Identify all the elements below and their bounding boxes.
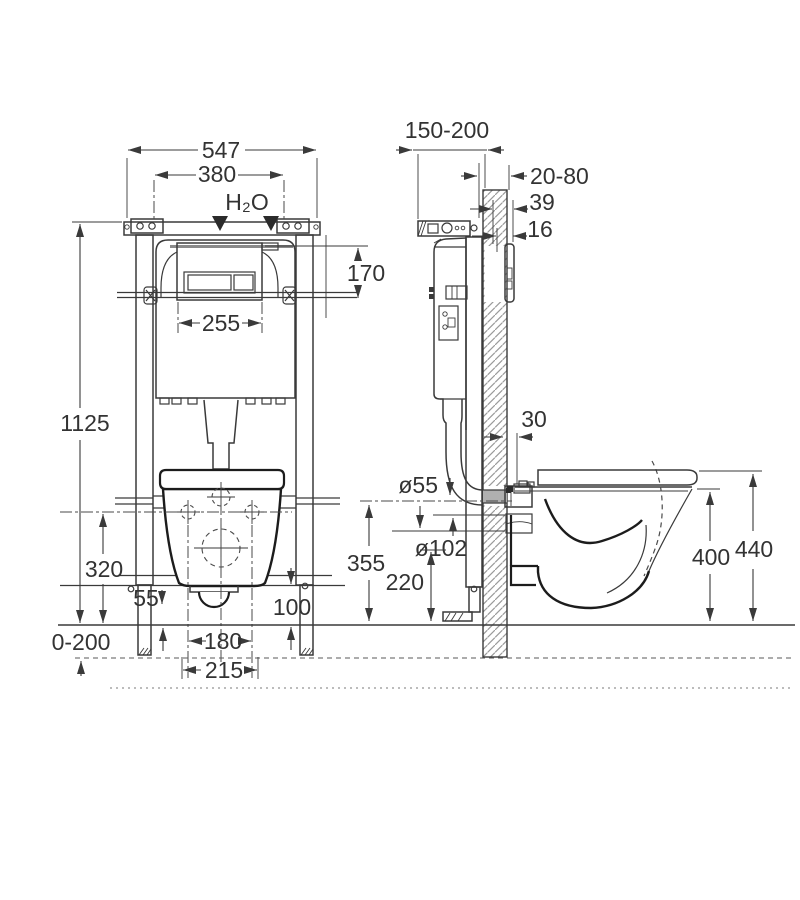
water-supply-markers: H₂O: [212, 189, 279, 231]
toilet-bowl-front: [158, 468, 286, 609]
frame-height-label: 1125: [60, 410, 109, 436]
fixing-height-label: 320: [85, 556, 123, 582]
plate-offset-label: 170: [347, 260, 385, 286]
dim-plate-offset: 170: [265, 245, 385, 298]
dim-wall-offset: 150-200: [396, 117, 504, 219]
inlet-height-label: 355: [347, 550, 385, 576]
seat-height-label: 440: [735, 536, 773, 562]
side-view: [360, 189, 698, 658]
depth-39-label: 39: [529, 189, 555, 215]
fixing-spacing-label: 180: [204, 628, 242, 654]
flush-pipe-side: [445, 451, 507, 506]
dim-outlet-spacing: 215: [181, 657, 259, 683]
outlet-height-label: 220: [386, 569, 424, 595]
dim-inlet-height: 355: [347, 505, 385, 621]
outlet-spacing-label: 215: [205, 657, 243, 683]
dim-seat-height: 440: [699, 470, 773, 621]
front-view: [60, 218, 357, 678]
rim-height-label: 400: [692, 544, 730, 570]
dim-frame-height: 1125: [60, 221, 122, 623]
front-dimensions: 547 380 H₂O 170 255 11: [52, 137, 386, 683]
gap-55-label: 55: [133, 585, 159, 611]
dim-pan-gap: 30: [484, 406, 547, 441]
water-arrow-icon: [263, 216, 279, 231]
dim-anchor-width: 380: [153, 161, 285, 220]
frame-width-label: 547: [202, 137, 240, 163]
dim-depth-39: 39: [470, 189, 555, 244]
cistern-side: [429, 237, 468, 452]
frame-side-rail: [417, 220, 483, 622]
outlet-pipe-label: ø102: [415, 535, 467, 561]
dim-floor-adjust: 0-200: [52, 629, 111, 676]
water-arrow-icon: [212, 216, 228, 231]
wall-offset-label: 150-200: [405, 117, 489, 143]
flush-plate-front: [176, 242, 279, 301]
dim-inlet-pipe: ø55: [398, 472, 454, 498]
pan-gap-label: 30: [521, 406, 547, 432]
wall-section: [482, 189, 508, 658]
depth-16-label: 16: [527, 216, 553, 242]
anchor-width-label: 380: [198, 161, 236, 187]
toilet-pan-side: [504, 433, 698, 610]
pan-fixing-studs: [115, 497, 340, 505]
floor-adjust-label: 0-200: [52, 629, 111, 655]
dim-outlet-height: 220: [386, 549, 446, 621]
finish-range-label: 20-80: [530, 163, 589, 189]
dim-finish-range: 20-80: [461, 163, 589, 218]
dim-depth-16: 16: [472, 216, 553, 252]
front-centerlines: [60, 482, 292, 678]
rail-height-label: 100: [273, 594, 311, 620]
flush-plate-side: [504, 243, 515, 303]
inlet-pipe-label: ø55: [398, 472, 438, 498]
plate-niche-label: 255: [202, 310, 240, 336]
dim-fixing-height: 320: [85, 514, 123, 623]
dim-gap-55: 55: [133, 585, 167, 651]
side-dimensions: 150-200 20-80 39 16 30 ø55: [347, 117, 773, 621]
floor-lines: [58, 624, 795, 689]
water-label: H₂O: [225, 189, 268, 215]
dim-frame-width: 547: [126, 137, 318, 218]
dim-fixing-spacing: 180: [189, 628, 251, 654]
dim-outlet-pipe: ø102: [392, 506, 505, 561]
dim-rim-height: 400: [692, 488, 730, 621]
dim-rail-height: 100: [273, 568, 311, 650]
dim-plate-niche: 255: [177, 302, 263, 336]
cistern-front: [155, 239, 296, 405]
frame-feet: [127, 582, 314, 656]
flush-pipe-front: [203, 399, 239, 470]
